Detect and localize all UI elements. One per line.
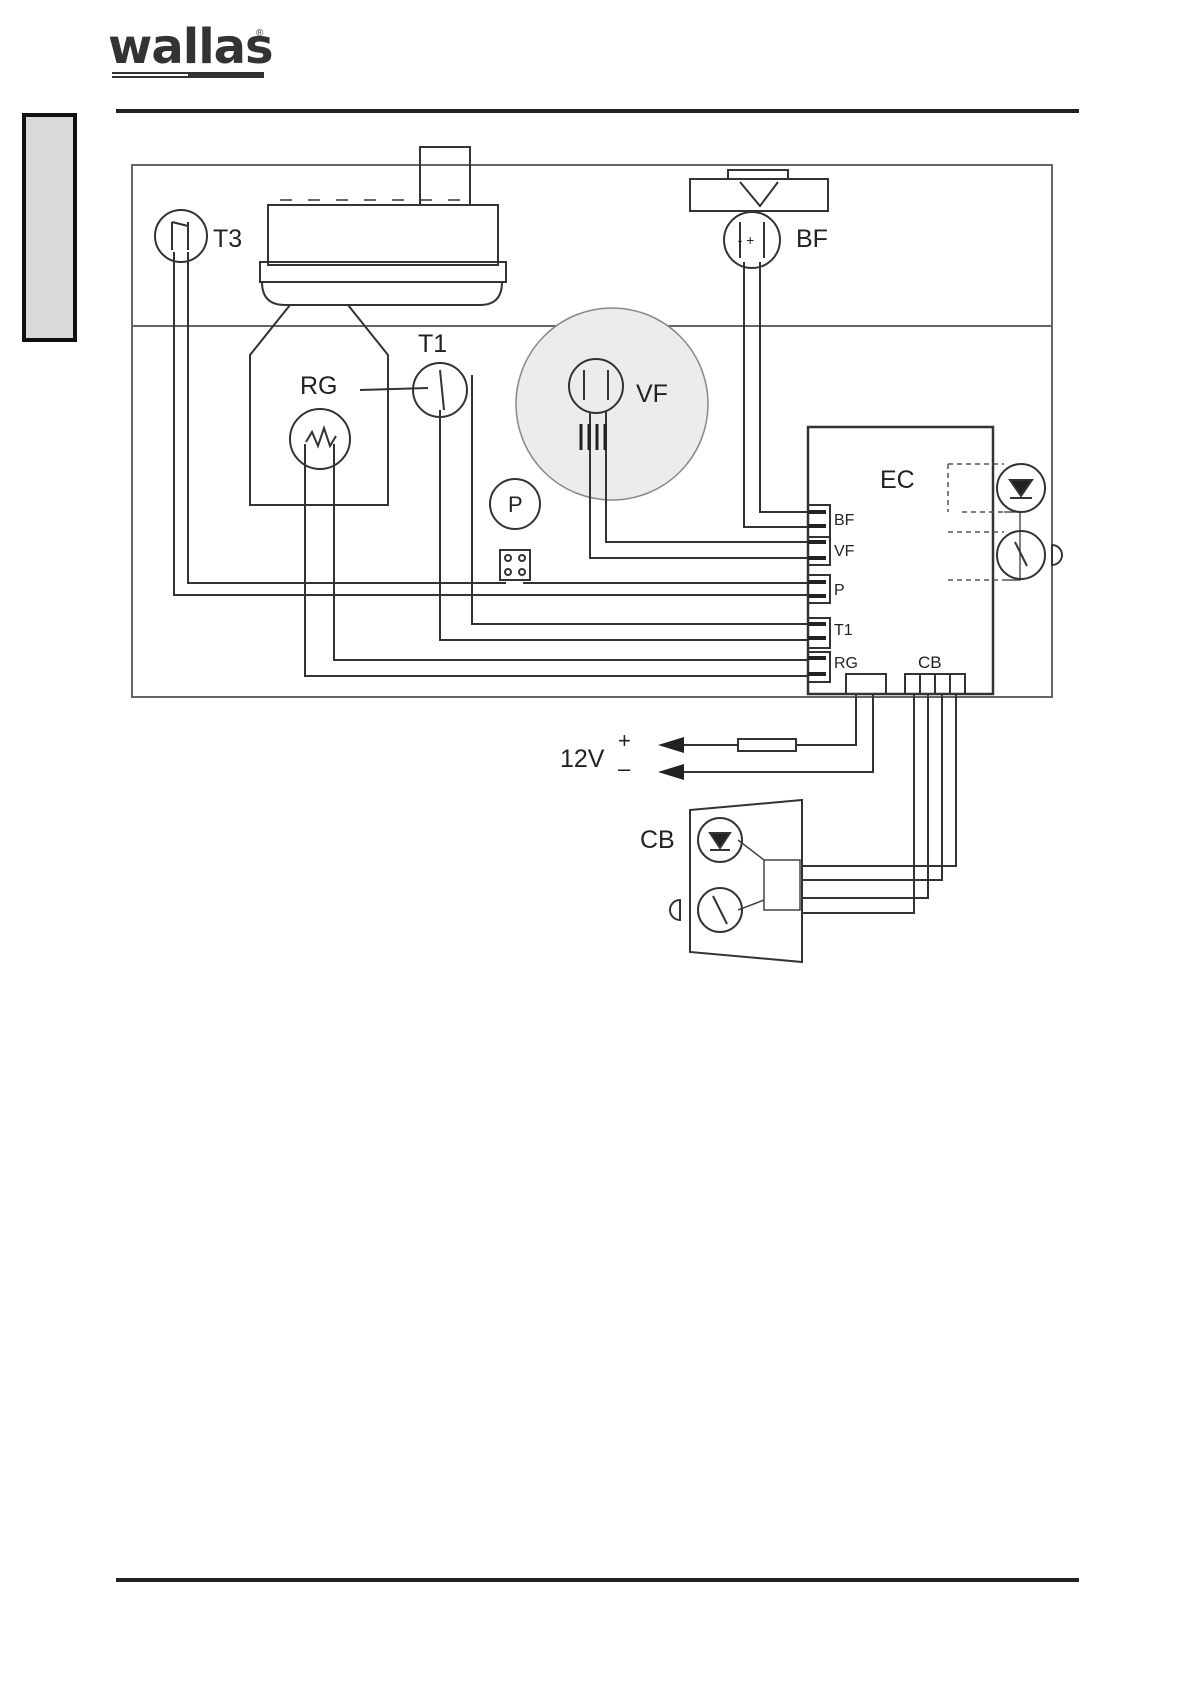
label-ec: EC	[880, 466, 915, 494]
terminal-label-vf: VF	[834, 543, 855, 560]
terminal-label-rg: RG	[834, 655, 858, 672]
supply-arrows	[658, 737, 684, 780]
fuse	[738, 739, 796, 751]
t1-overheat-switch-icon	[360, 363, 467, 417]
label-cb-port: CB	[918, 653, 942, 672]
rg-glow-plug-icon	[290, 409, 350, 469]
svg-text:- +: - +	[738, 232, 755, 248]
label-cb-box: CB	[640, 826, 675, 854]
terminal-label-p: P	[834, 582, 845, 599]
ec-indicator-led-icon	[997, 464, 1045, 512]
terminal-label-t1: T1	[834, 622, 853, 639]
label-rg: RG	[300, 372, 338, 400]
label-p: P	[508, 492, 523, 517]
wiring-diagram: - +	[0, 0, 1191, 1000]
label-minus: –	[618, 756, 631, 781]
label-bf: BF	[796, 225, 828, 253]
terminal-label-bf: BF	[834, 512, 855, 529]
label-12v: 12V	[560, 745, 605, 773]
label-t3: T3	[213, 225, 242, 253]
cb-control-box	[690, 800, 802, 962]
t3-sensor-icon	[155, 210, 207, 262]
footer-rule	[116, 1578, 1079, 1582]
combustion-fan-zone	[516, 308, 708, 500]
blower-housing	[690, 170, 828, 211]
label-plus: +	[618, 728, 631, 753]
label-vf: VF	[636, 380, 668, 408]
label-t1: T1	[418, 330, 447, 358]
